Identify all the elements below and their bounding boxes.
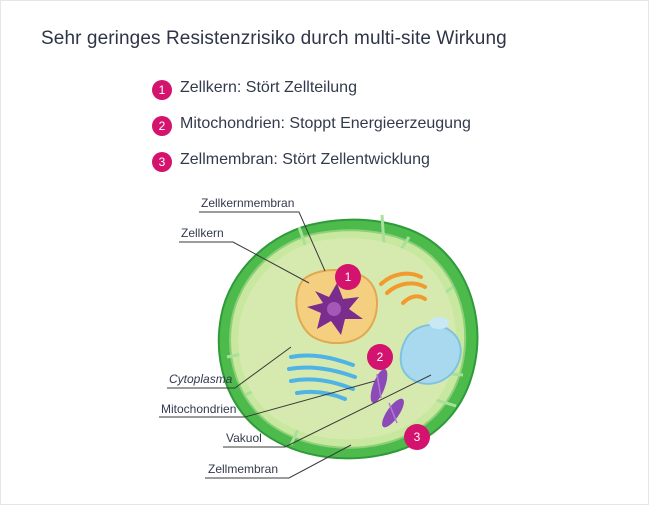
label-zellkernmembran: Zellkernmembran bbox=[201, 196, 294, 210]
page-title: Sehr geringes Resistenzrisiko durch mult… bbox=[41, 28, 507, 49]
legend-text: Mitochondrien: Stoppt Energieerzeugung bbox=[180, 115, 471, 132]
number-badge: 1 bbox=[152, 80, 172, 100]
marker-1-number: 1 bbox=[345, 270, 352, 284]
number-badge: 3 bbox=[152, 152, 172, 172]
marker-3: 3 bbox=[404, 424, 430, 450]
label-zellmembran: Zellmembran bbox=[208, 462, 278, 476]
marker-2-number: 2 bbox=[377, 350, 384, 364]
label-vakuol: Vakuol bbox=[226, 431, 262, 445]
number-badge: 2 bbox=[152, 116, 172, 136]
label-zellkern: Zellkern bbox=[181, 226, 224, 240]
label-mitochondrien: Mitochondrien bbox=[161, 402, 236, 416]
label-cytoplasma: Cytoplasma bbox=[169, 372, 233, 386]
vacuole bbox=[399, 317, 462, 385]
mitochondria bbox=[370, 368, 404, 428]
marker-1: 1 bbox=[335, 264, 361, 290]
leader-lines bbox=[159, 211, 432, 479]
marker-3-number: 3 bbox=[414, 430, 421, 444]
golgi-apparatus bbox=[379, 271, 427, 305]
endoplasmic-reticulum bbox=[287, 353, 357, 401]
legend-text: Zellmembran: Stört Zellentwicklung bbox=[180, 151, 430, 168]
legend-text: Zellkern: Stört Zellteilung bbox=[180, 79, 357, 96]
marker-2: 2 bbox=[367, 344, 393, 370]
